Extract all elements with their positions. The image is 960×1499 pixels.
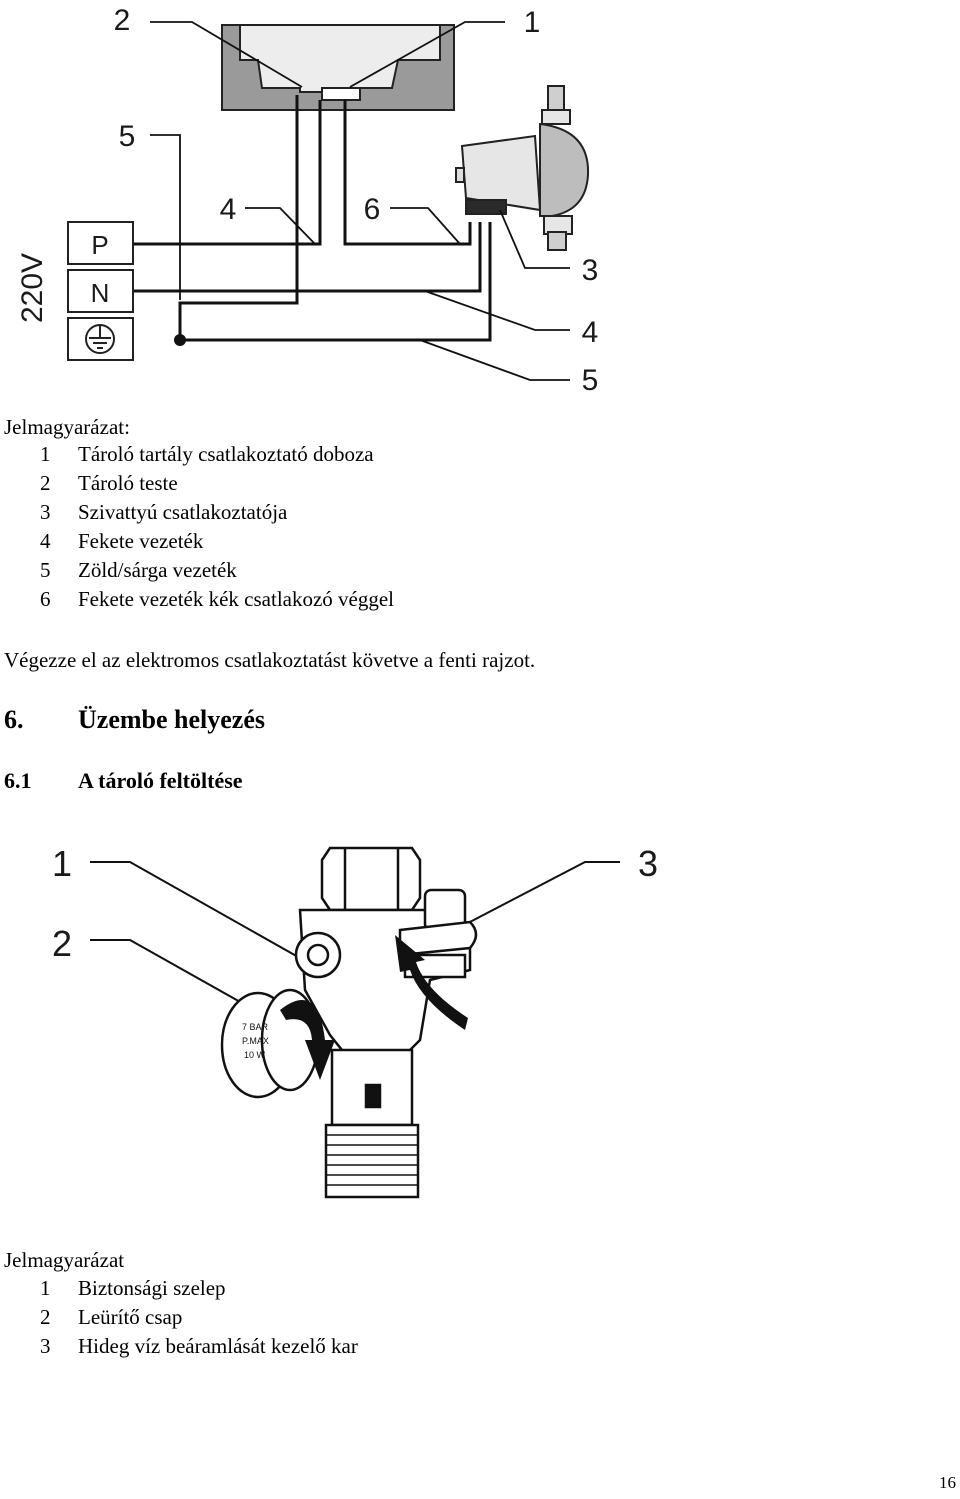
legend-item-text: Fekete vezeték: [78, 529, 204, 553]
valve-callout-3: 3: [638, 843, 658, 884]
legend-item-num: 4: [40, 529, 51, 553]
valve-callout-1: 1: [52, 843, 72, 884]
valve-diagram: 1 2 3 7 BAR P.MAX 10 W: [52, 843, 658, 1199]
legend-item-text: Fekete vezeték kék csatlakozó véggel: [78, 587, 395, 611]
rotation-arrow-icon: [280, 935, 468, 1080]
legend-item-text: Leürítő csap: [78, 1305, 183, 1329]
legend-title: Jelmagyarázat:: [4, 415, 130, 439]
legend-item-num: 2: [40, 471, 51, 495]
legend-item-text: Tároló tartály csatlakoztató doboza: [78, 442, 374, 466]
wiring-diagram: P N 220V 2 1 5 4 6 3 4 5: [16, 4, 599, 397]
circulation-pump: [455, 85, 590, 251]
callout-leaders: [90, 861, 620, 1031]
terminal-block: P N 220V: [16, 221, 134, 361]
valve-callout-2: 2: [52, 923, 72, 964]
earth-ground-icon: [85, 324, 115, 354]
terminal-p-label: P: [91, 230, 108, 260]
callout-6: 6: [364, 193, 381, 226]
legend-item-num: 3: [40, 1334, 51, 1358]
instruction-text: Végezze el az elektromos csatlakoztatást…: [4, 648, 536, 672]
earth-junction-dot: [174, 334, 186, 346]
callout-1: 1: [524, 6, 541, 39]
terminal-n-label: N: [91, 278, 110, 308]
callout-4: 4: [220, 193, 237, 226]
subsection-title: A tároló feltöltése: [78, 768, 243, 793]
legend-item-num: 3: [40, 500, 51, 524]
wires: [133, 95, 492, 342]
valve-body: [220, 846, 478, 1199]
subsection-number: 6.1: [4, 768, 32, 793]
legend-item-text: Hideg víz beáramlását kezelő kar: [78, 1334, 358, 1358]
legend-item-text: Tároló teste: [78, 471, 178, 495]
legend-item-num: 5: [40, 558, 51, 582]
section-title: Üzembe helyezés: [78, 705, 265, 734]
subsection-heading: 6.1 A tároló feltöltése: [4, 768, 243, 794]
valve-legend-title: Jelmagyarázat: [4, 1248, 125, 1272]
section-number: 6.: [4, 705, 24, 734]
legend-item-num: 1: [40, 1276, 51, 1300]
callout-leaders: [150, 21, 570, 381]
callout-2: 2: [114, 4, 131, 37]
legend-item-num: 1: [40, 442, 51, 466]
section-heading: 6. Üzembe helyezés: [4, 705, 265, 735]
callout-4-lower: 4: [582, 316, 599, 349]
thread-lines: [326, 1134, 418, 1186]
badge-line-1: 7 BAR: [242, 1022, 269, 1032]
legend-item-text: Szivattyú csatlakoztatója: [78, 500, 288, 524]
tank-connection-box: [321, 87, 361, 101]
legend-item-text: Zöld/sárga vezeték: [78, 558, 237, 582]
voltage-label: 220V: [16, 253, 49, 323]
legend-item-num: 2: [40, 1305, 51, 1329]
safety-valve-badge: 7 BAR P.MAX 10 W: [242, 1022, 269, 1060]
callout-5-lower: 5: [582, 364, 599, 397]
badge-line-2: P.MAX: [242, 1036, 269, 1046]
page-number: 16: [939, 1473, 956, 1492]
legend-item-num: 6: [40, 587, 51, 611]
callout-3: 3: [582, 254, 599, 287]
badge-line-3: 10 W: [244, 1050, 266, 1060]
legend-item-text: Biztonsági szelep: [78, 1276, 226, 1300]
callout-5: 5: [119, 120, 136, 153]
